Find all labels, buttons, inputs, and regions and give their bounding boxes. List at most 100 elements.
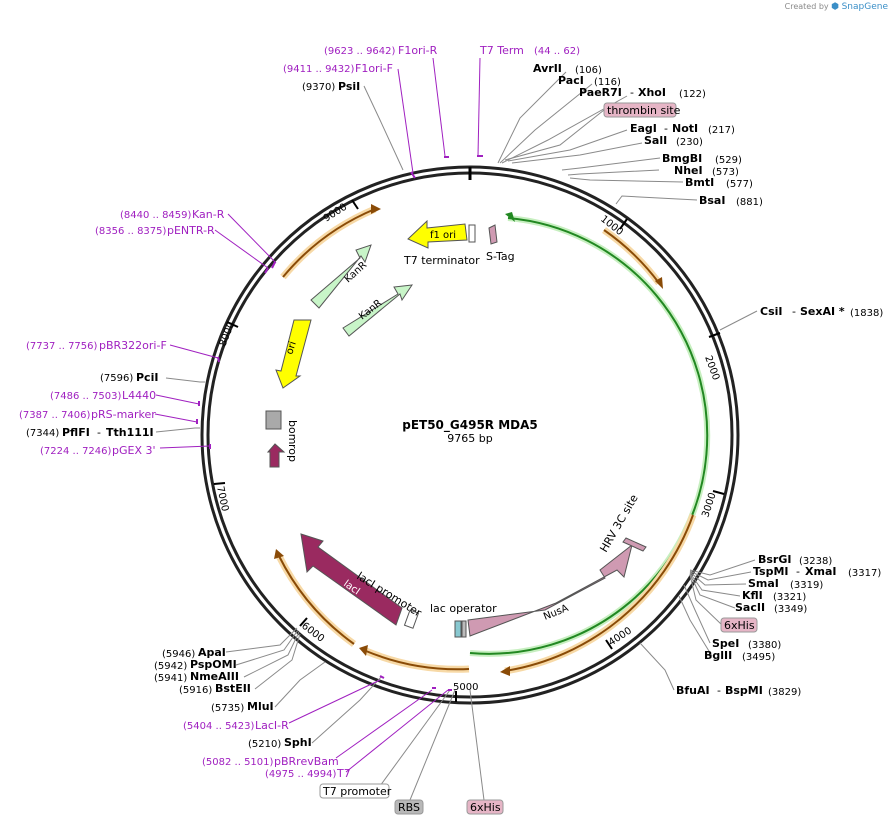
enzyme-NheI[interactable]: NheI(573) (674, 164, 739, 178)
enzyme-labels-left: (5946)ApaI (5942)PspOMI (5941)NmeAIII (5… (26, 80, 360, 750)
primer-L4440[interactable]: (7486 .. 7503)L4440 (50, 389, 156, 402)
svg-text:SmaI: SmaI (748, 577, 779, 590)
enzyme-BsaI[interactable]: BsaI(881) (699, 194, 763, 208)
enzyme-AvrII[interactable]: AvrII(106) (533, 62, 602, 76)
svg-text:BstEII: BstEII (215, 682, 251, 695)
primer-LacI-R[interactable]: (5404 .. 5423)LacI-R (183, 719, 289, 732)
svg-text:LacI-R: LacI-R (255, 719, 289, 732)
enzyme-BmtI[interactable]: BmtI (577) (685, 176, 753, 190)
svg-text:pRS-marker: pRS-marker (91, 408, 156, 421)
svg-text:EagI: EagI (630, 122, 657, 135)
credit-text: Created by (784, 2, 829, 11)
enzyme-PflFI-Tth111I[interactable]: (7344)PflFI-Tth111I (26, 426, 154, 439)
primer-pENTR-R[interactable]: (8356 .. 8375)pENTR-R (95, 224, 215, 237)
svg-text:NheI: NheI (674, 164, 703, 177)
svg-text:AvrII: AvrII (533, 62, 562, 75)
enzyme-EagI-NotI[interactable]: EagI-NotI(217) (630, 122, 735, 136)
primer-labels: (9623 .. 9642)F1ori-R (9411 .. 9432)F1or… (19, 44, 580, 780)
ori-arrow[interactable] (275, 319, 312, 389)
svg-text:PspOMI: PspOMI (190, 658, 237, 671)
enzyme-MluI[interactable]: (5735)MluI (211, 700, 274, 714)
svg-text:6xHis: 6xHis (724, 619, 755, 632)
svg-text:(3321): (3321) (773, 592, 806, 603)
laci-arrow[interactable] (300, 533, 403, 626)
enzyme-BsrGI[interactable]: BsrGI(3238) (758, 553, 832, 567)
svg-text:(3317): (3317) (848, 568, 881, 579)
svg-text:-: - (664, 122, 668, 135)
svg-text:F1ori-R: F1ori-R (398, 44, 438, 57)
svg-text:BfuAI: BfuAI (676, 684, 710, 697)
enzyme-BmgBI[interactable]: BmgBI(529) (662, 152, 742, 166)
s-tag-marker[interactable] (488, 224, 498, 245)
svg-text:(8440 .. 8459): (8440 .. 8459) (120, 210, 192, 221)
primer-T7[interactable]: (4975 .. 4994)T7 (265, 767, 351, 780)
svg-text:BmtI: BmtI (685, 176, 714, 189)
thrombin-site-label[interactable]: thrombin site (603, 102, 681, 118)
green-arc-head (505, 212, 515, 222)
primer-T7-Term[interactable]: T7 Term(44 .. 62) (479, 44, 580, 57)
kanr-inner-arrow[interactable] (342, 284, 414, 337)
primer-pBR322ori-F[interactable]: (7737 .. 7756)pBR322ori-F (26, 339, 167, 352)
svg-text:-: - (97, 426, 101, 439)
t7-promoter-label[interactable]: T7 promoter (319, 783, 392, 799)
svg-text:MluI: MluI (247, 700, 274, 713)
primer-Kan-R[interactable]: (8440 .. 8459)Kan-R (120, 208, 225, 221)
enzyme-SphI[interactable]: (5210)SphI (248, 736, 312, 750)
primer-F1ori-F[interactable]: (9411 .. 9432)F1ori-F (283, 62, 393, 75)
primer-pBRrevBam[interactable]: (5082 .. 5101)pBRrevBam (202, 755, 339, 768)
enzyme-PspOMI[interactable]: (5942)PspOMI (154, 658, 237, 672)
credit-brand: SnapGene (841, 2, 888, 12)
enzyme-NmeAIII[interactable]: (5941)NmeAIII (154, 670, 239, 684)
svg-text:Tth111I: Tth111I (106, 426, 154, 439)
svg-text:-: - (796, 565, 800, 578)
tick-label-3000: 3000 (700, 491, 718, 519)
enzyme-PsiI[interactable]: (9370)PsiI (302, 80, 360, 93)
laci-promoter-box[interactable] (403, 609, 420, 629)
enzyme-ApaI[interactable]: (5946)ApaI (162, 646, 226, 660)
primer-pGEX3[interactable]: (7224 .. 7246)pGEX 3' (40, 444, 156, 457)
svg-text:T7: T7 (336, 767, 351, 780)
enzyme-SalI[interactable]: SalI(230) (644, 134, 703, 148)
enzyme-SacII[interactable]: SacII(3349) (735, 601, 807, 615)
enzyme-PaeR7I-XhoI[interactable]: PaeR7I-XhoI(122) (579, 86, 706, 100)
svg-text:KflI: KflI (742, 589, 763, 602)
svg-text:L4440: L4440 (122, 389, 156, 402)
enzyme-SpeI[interactable]: SpeI(3380) (712, 637, 781, 651)
enzyme-PciI[interactable]: (7596)PciI (100, 371, 158, 384)
primer-pRS-marker[interactable]: (7387 .. 7406)pRS-marker (19, 408, 156, 421)
rbs-box[interactable] (461, 620, 467, 638)
svg-text:(122): (122) (679, 89, 706, 100)
svg-text:ApaI: ApaI (198, 646, 226, 659)
his6-right-label[interactable]: 6xHis (720, 617, 758, 633)
svg-text:BmgBI: BmgBI (662, 152, 702, 165)
tick-label-2000: 2000 (702, 354, 721, 382)
enzyme-SmaI[interactable]: SmaI(3319) (748, 577, 823, 591)
svg-text:(881): (881) (736, 197, 763, 208)
svg-text:(5210): (5210) (248, 739, 281, 750)
svg-text:(577): (577) (726, 179, 753, 190)
svg-text:pBRrevBam: pBRrevBam (274, 755, 339, 768)
enzyme-PacI[interactable]: PacI(116) (558, 74, 621, 88)
enzyme-BfuAI-BspMI[interactable]: BfuAI-BspMI(3829) (676, 684, 801, 698)
enzyme-BglII[interactable]: BglII(3495) (704, 649, 775, 663)
enzyme-BstEII[interactable]: (5916)BstEII (179, 682, 251, 696)
enzyme-TspMI-XmaI[interactable]: TspMI-XmaI(3317) (753, 565, 881, 579)
bom-box[interactable] (265, 410, 282, 430)
enzyme-CsiI-SexAI[interactable]: CsiI-SexAI *(1838) (760, 305, 883, 319)
enzyme-KflI[interactable]: KflI (3321) (742, 589, 806, 603)
svg-text:PaeR7I: PaeR7I (579, 86, 622, 99)
kanr-outer-arrow[interactable] (310, 244, 372, 309)
primer-F1ori-R[interactable]: (9623 .. 9642)F1ori-R (324, 44, 438, 57)
nusa-arrow[interactable] (467, 543, 633, 637)
his6-bottom-label[interactable]: 6xHis (466, 799, 504, 815)
svg-text:pGEX 3': pGEX 3' (112, 444, 156, 457)
svg-text:(3238): (3238) (799, 556, 832, 567)
rbs-label[interactable]: RBS (394, 799, 424, 815)
rop-arrow[interactable] (266, 443, 286, 468)
s-tag-label: S-Tag (486, 250, 515, 263)
f1-ori-arrow[interactable] (407, 219, 468, 249)
t7-terminator-box[interactable] (468, 224, 476, 243)
hrv3c-site-marker[interactable] (622, 537, 647, 552)
lac-operator-box[interactable] (454, 620, 462, 638)
